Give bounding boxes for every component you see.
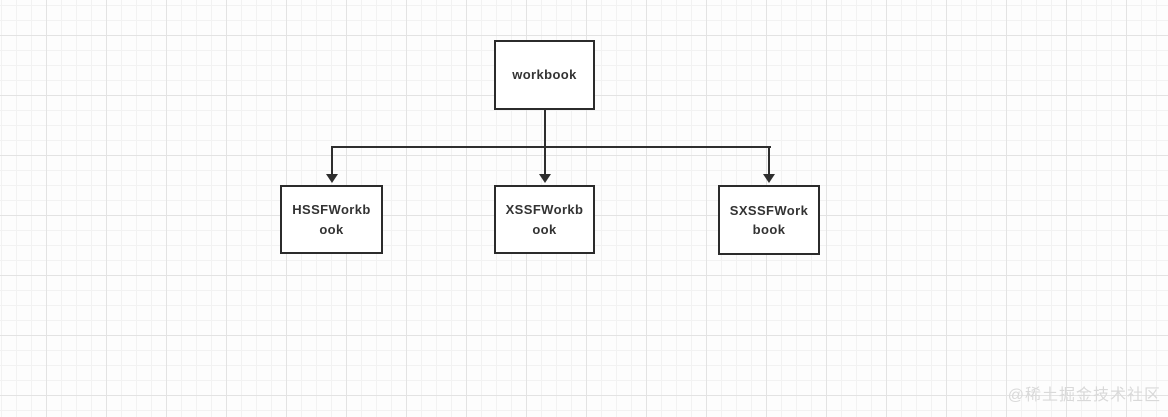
node-xssfworkbook-label: XSSFWorkb ook [505,202,584,237]
node-hssfworkbook: HSSFWorkb ook [280,185,383,254]
node-sxssfworkbook-label: SXSSFWork book [729,202,809,238]
node-xssfworkbook: XSSFWorkb ook [494,185,595,254]
connector-drop-right [768,146,770,175]
connector-stem [544,109,546,148]
connector-rail [331,146,771,148]
connector-drop-left [331,146,333,175]
watermark: @稀土掘金技术社区 [1007,387,1161,404]
node-workbook-label: workbook [512,67,577,83]
node-hssfworkbook-label: HSSFWorkb ook [292,202,371,237]
arrowhead-down-icon [326,174,338,183]
node-workbook: workbook [494,40,595,110]
arrowhead-down-icon [539,174,551,183]
connector-drop-middle [544,146,546,175]
arrowhead-down-icon [763,174,775,183]
node-sxssfworkbook: SXSSFWork book [718,185,820,255]
